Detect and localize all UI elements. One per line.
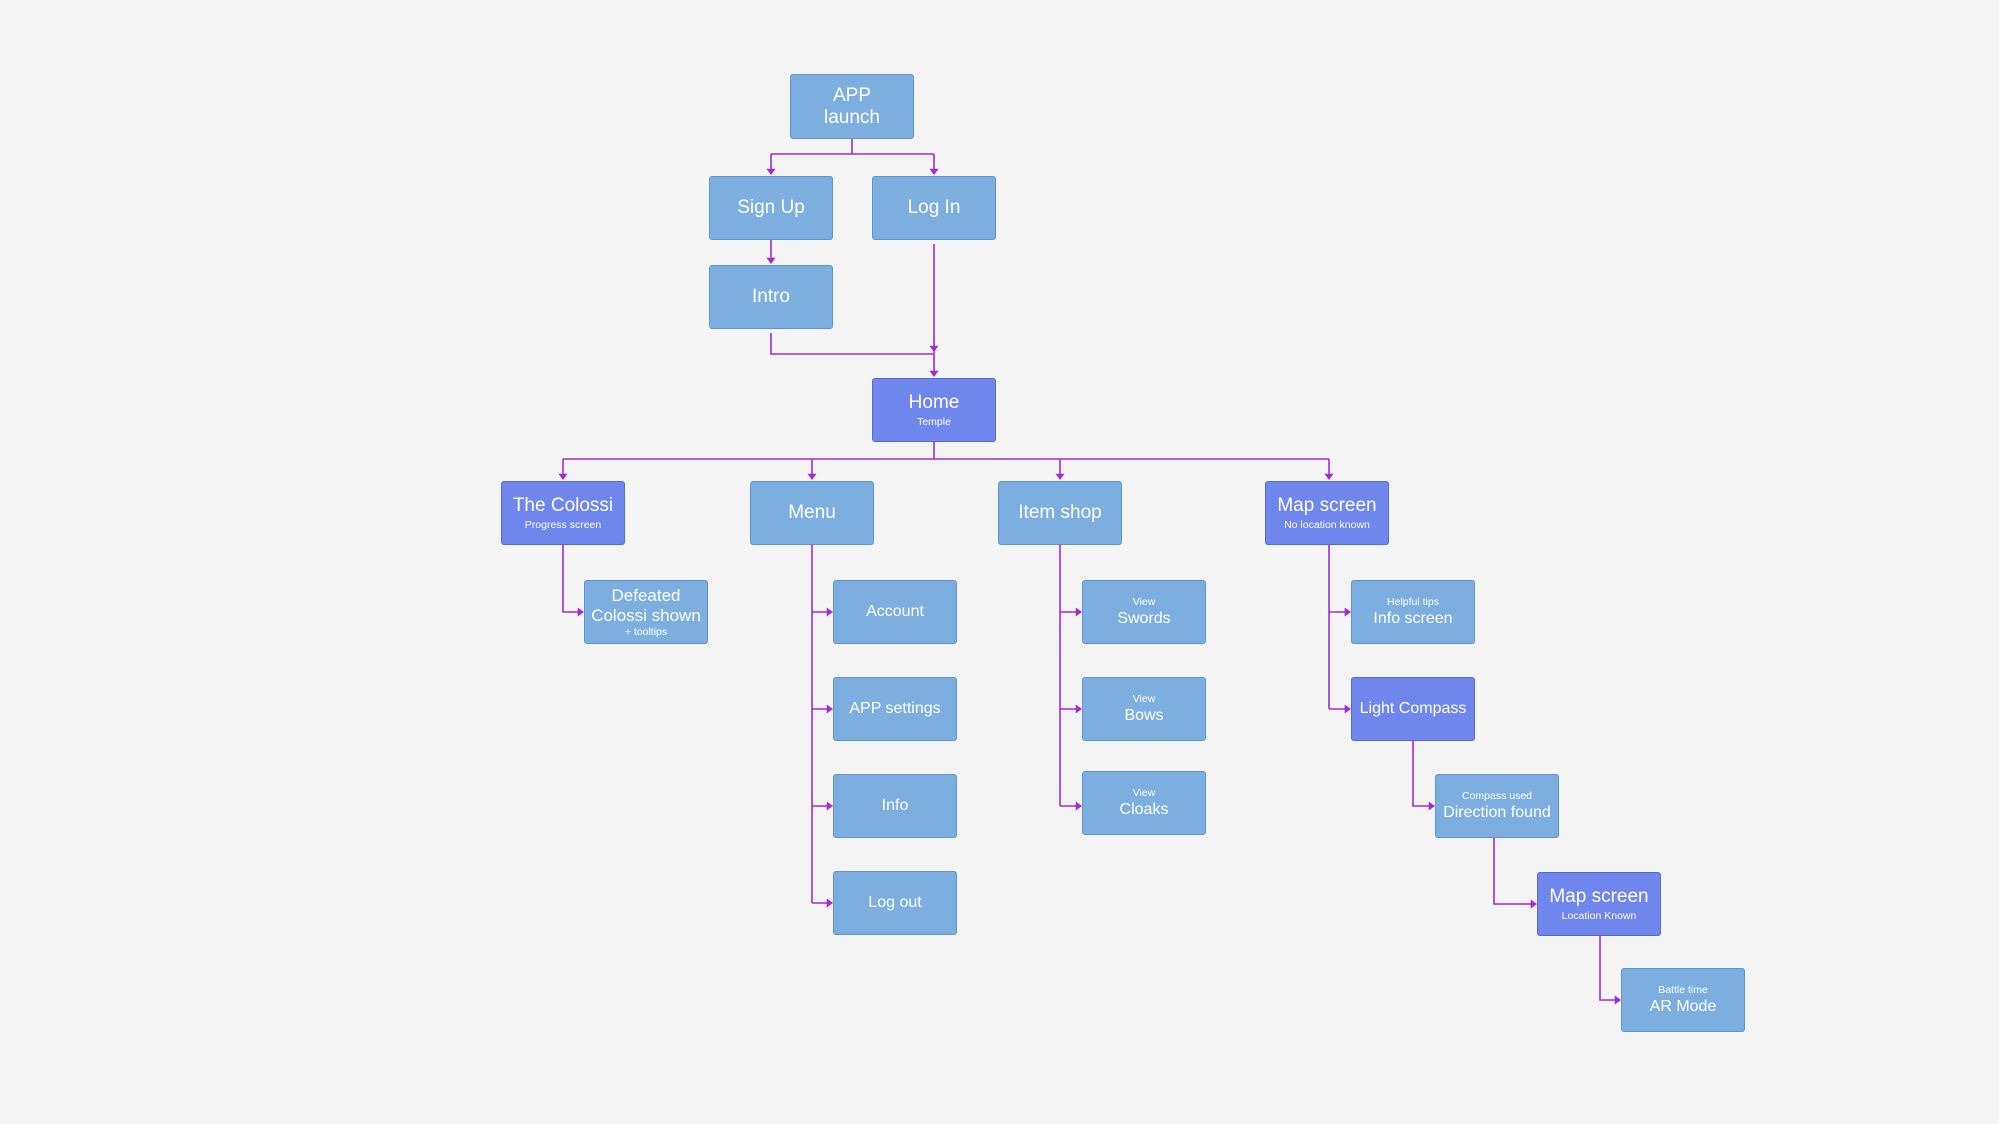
node-intro-label: Intro (751, 286, 791, 308)
node-log-in-label: Log In (907, 197, 961, 219)
arrow-ar-mode (1614, 995, 1621, 1005)
node-view-swords-sub: View (1132, 595, 1156, 608)
node-info-label: Info (881, 796, 909, 814)
node-direction-found: Compass used Direction found (1435, 774, 1559, 838)
arrow-swords (1075, 607, 1082, 617)
node-intro: Intro (709, 265, 833, 329)
arrow-intro (766, 257, 776, 264)
node-defeated-line2: Colossi shown (591, 605, 701, 625)
node-map-screen-known-sub: Location Known (1561, 910, 1637, 923)
node-map-screen: Map screen No location known (1265, 481, 1389, 545)
node-info: Info (833, 774, 957, 838)
node-the-colossi-label: The Colossi (512, 494, 614, 516)
node-item-shop: Item shop (998, 481, 1122, 545)
node-item-shop-label: Item shop (1018, 502, 1102, 524)
node-app-launch: APP launch (790, 74, 914, 139)
node-menu: Menu (750, 481, 874, 545)
arrow-map-known (1530, 899, 1537, 909)
connector-compass-direction (1412, 741, 1433, 807)
arrow-home (929, 370, 939, 377)
node-home: Home Temple (872, 378, 996, 442)
node-view-cloaks-label: Cloaks (1119, 800, 1169, 818)
node-the-colossi: The Colossi Progress screen (501, 481, 625, 545)
arrow-log-in (929, 168, 939, 175)
arrow-defeated (577, 607, 584, 617)
node-sign-up: Sign Up (709, 176, 833, 240)
arrow-log-in-merge (929, 345, 939, 352)
arrow-info (826, 801, 833, 811)
node-info-screen-label: Info screen (1373, 609, 1453, 627)
node-view-cloaks: View Cloaks (1082, 771, 1206, 835)
node-account-label: Account (866, 602, 924, 620)
node-app-launch-line1: APP (832, 84, 872, 106)
node-app-launch-line2: launch (824, 106, 880, 128)
node-info-screen: Helpful tips Info screen (1351, 580, 1475, 644)
node-ar-mode-label: AR Mode (1649, 997, 1717, 1015)
arrow-direction-found (1428, 801, 1435, 811)
arrow-light-compass (1344, 704, 1351, 714)
node-the-colossi-sub: Progress screen (524, 519, 602, 532)
node-light-compass-label: Light Compass (1359, 699, 1467, 717)
node-account: Account (833, 580, 957, 644)
arrow-account (826, 607, 833, 617)
arrow-app-settings (826, 704, 833, 714)
node-view-cloaks-sub: View (1132, 786, 1156, 799)
arrow-map-screen (1324, 473, 1334, 480)
node-defeated-sub: + tooltips (624, 625, 668, 638)
node-log-in: Log In (872, 176, 996, 240)
arrow-info-screen (1344, 607, 1351, 617)
node-direction-found-label: Direction found (1443, 803, 1551, 821)
node-defeated-colossi: Defeated Colossi shown + tooltips (584, 580, 708, 644)
node-app-settings-label: APP settings (849, 699, 941, 717)
arrow-colossi (558, 473, 568, 480)
node-home-sub: Temple (917, 416, 951, 429)
node-view-bows: View Bows (1082, 677, 1206, 741)
node-map-screen-location-known: Map screen Location Known (1537, 872, 1661, 936)
connector-intro-home (770, 333, 935, 376)
node-view-bows-label: Bows (1124, 706, 1164, 724)
node-log-out-label: Log out (868, 893, 922, 911)
node-view-swords-label: Swords (1117, 609, 1171, 627)
node-ar-mode-sub: Battle time (1658, 983, 1708, 996)
node-light-compass: Light Compass (1351, 677, 1475, 741)
connector-colossi-defeated (562, 545, 582, 613)
node-map-screen-label: Map screen (1277, 494, 1377, 516)
node-map-screen-known-label: Map screen (1549, 885, 1649, 907)
node-ar-mode: Battle time AR Mode (1621, 968, 1745, 1032)
node-log-out: Log out (833, 871, 957, 935)
arrow-menu (807, 473, 817, 480)
node-info-screen-sub: Helpful tips (1387, 595, 1439, 608)
arrow-log-out (826, 898, 833, 908)
node-direction-found-sub: Compass used (1461, 789, 1533, 802)
connector-map-ar (1599, 936, 1619, 1001)
node-menu-label: Menu (788, 502, 836, 524)
arrow-sign-up (766, 168, 776, 175)
node-view-swords: View Swords (1082, 580, 1206, 644)
node-map-screen-sub: No location known (1284, 519, 1370, 532)
node-view-bows-sub: View (1132, 692, 1156, 705)
node-sign-up-label: Sign Up (737, 197, 805, 219)
arrow-bows (1075, 704, 1082, 714)
node-defeated-line1: Defeated (611, 586, 681, 606)
arrow-item-shop (1055, 473, 1065, 480)
connector-direction-map (1493, 838, 1535, 905)
node-home-label: Home (908, 391, 960, 413)
node-app-settings: APP settings (833, 677, 957, 741)
arrow-cloaks (1075, 801, 1082, 811)
